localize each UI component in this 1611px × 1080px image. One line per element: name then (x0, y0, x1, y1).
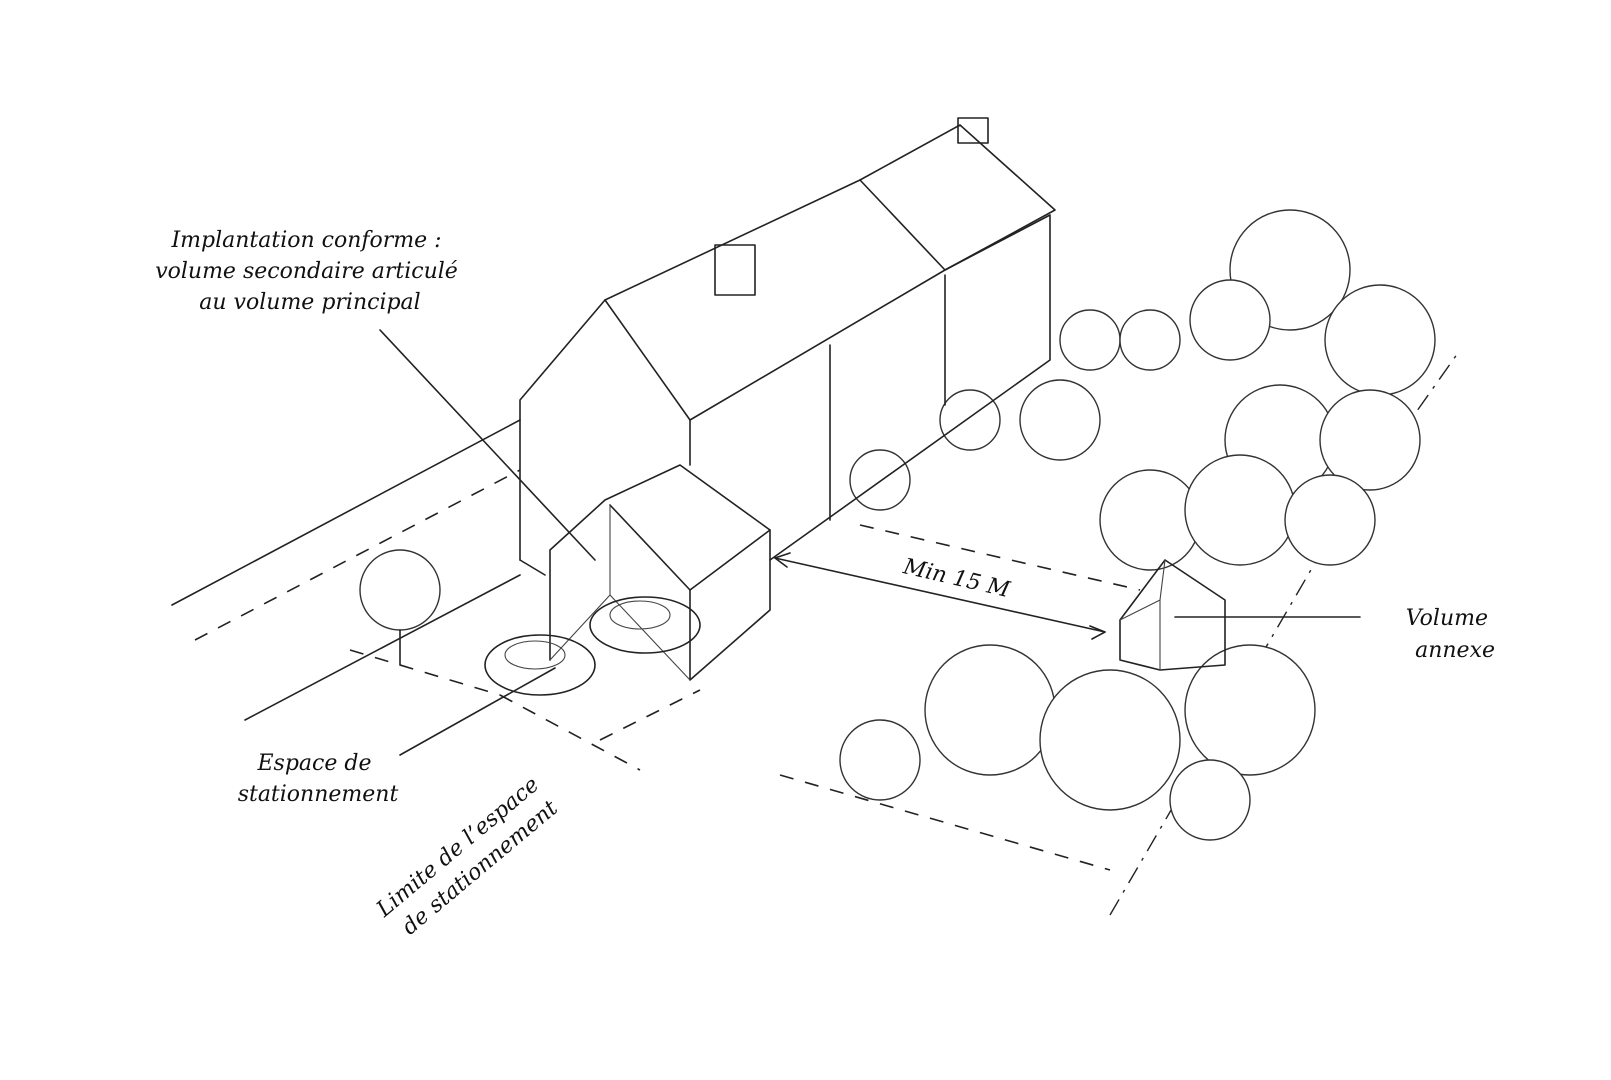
leader-espace (399, 667, 556, 756)
plot-boundary (779, 524, 1141, 871)
label-distance: Min 15 M (900, 554, 1013, 603)
leader-implantation (379, 329, 596, 561)
label-espace: Espace de stationnement (238, 751, 399, 807)
main-house (519, 117, 1056, 576)
label-implantation: Implantation conforme : volume secondair… (155, 228, 465, 315)
trees-foreground (359, 549, 1316, 841)
annex-shed (1119, 559, 1226, 671)
label-limite: Limite de l’espace de stationnement (371, 768, 568, 946)
road (171, 419, 521, 721)
cars (484, 596, 701, 696)
distance-arrow (774, 552, 1106, 640)
parking-limit-line (349, 649, 701, 771)
secondary-volume-garage (549, 464, 771, 681)
trees-background (849, 209, 1436, 571)
label-annexe: Volume annexe (1406, 606, 1495, 663)
